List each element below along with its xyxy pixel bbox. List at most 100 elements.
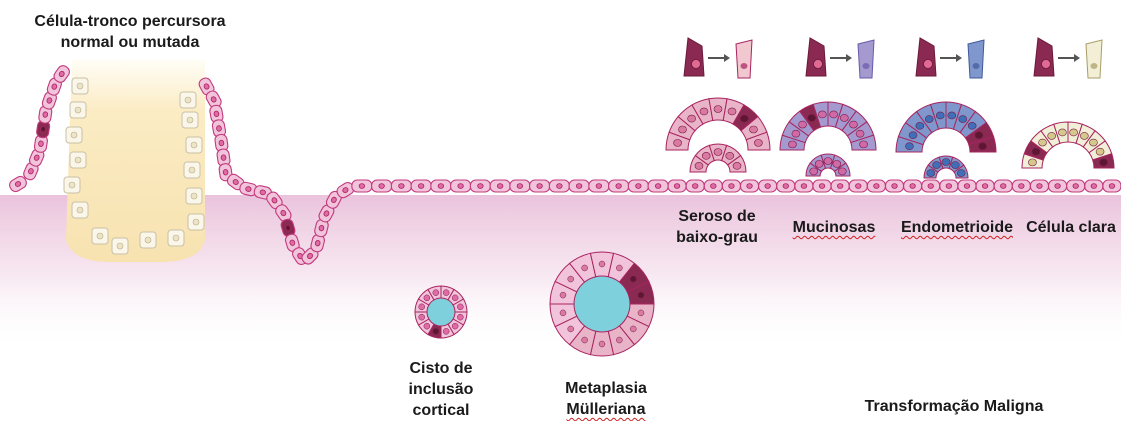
fold-base-cell xyxy=(921,179,941,193)
mucinous-inner-fold xyxy=(805,153,851,177)
tumor-nucleus xyxy=(713,105,723,113)
fold-base-cell xyxy=(721,179,741,193)
tumor-nucleus xyxy=(837,167,847,176)
serous-label: Seroso de baixo-grau xyxy=(664,206,770,248)
precursor-cell-icon xyxy=(915,37,937,77)
tumor-nucleus xyxy=(1095,147,1105,156)
epithelial-cell xyxy=(318,204,335,223)
epithelial-cell xyxy=(53,65,70,83)
epithelial-cell xyxy=(450,179,472,193)
epithelial-cell xyxy=(430,179,452,193)
metaplasia-label: Metaplasia Mülleriana xyxy=(550,378,662,420)
cyst-nucleus xyxy=(432,328,440,335)
tumor-nucleus xyxy=(1038,138,1047,147)
fold-base-cell xyxy=(758,179,778,193)
epithelial-cell xyxy=(568,179,590,193)
epithelial-cell xyxy=(214,133,229,153)
tumor-nucleus xyxy=(905,142,914,151)
tumor-nucleus xyxy=(809,167,819,176)
cyst-nucleus xyxy=(559,291,567,299)
cyst-label: Cisto de inclusão cortical xyxy=(400,358,482,421)
fold-base-cell xyxy=(884,179,905,193)
tumor-nucleus xyxy=(849,120,858,129)
cyst-nucleus xyxy=(637,291,645,299)
cyst-nucleus xyxy=(418,303,425,311)
epithelial-cell xyxy=(588,179,610,193)
crypt-cell xyxy=(187,213,205,231)
tumor-nucleus xyxy=(855,129,865,138)
serous-fold xyxy=(665,97,771,151)
tumor-nucleus xyxy=(1089,138,1098,147)
fold-base-cell xyxy=(903,179,923,193)
tumor-nucleus xyxy=(859,140,868,149)
tumor-nucleus xyxy=(1031,147,1041,156)
precursor-cell-icon xyxy=(1033,37,1055,77)
crypt-cell xyxy=(69,101,87,119)
cyst-nucleus xyxy=(630,275,637,283)
tumor-nucleus xyxy=(732,162,742,170)
fold-base-cell xyxy=(1011,179,1031,193)
fold-base-cell xyxy=(667,179,687,193)
tumor-nucleus xyxy=(699,107,709,116)
fold-base-cell xyxy=(1029,179,1050,193)
crypt-cell xyxy=(167,229,185,247)
arrow-icon xyxy=(708,54,730,62)
tumor-nucleus xyxy=(791,129,801,138)
epithelial-cell xyxy=(489,179,511,193)
fold-base-cell xyxy=(685,179,705,193)
tumor-nucleus xyxy=(951,161,960,169)
arrow-icon xyxy=(1058,54,1080,62)
arrow-icon xyxy=(830,54,852,62)
cyst-nucleus xyxy=(630,325,637,333)
epithelial-cell xyxy=(529,179,551,193)
endometrioid-fold xyxy=(895,101,997,153)
fold-base-cell xyxy=(703,179,723,193)
tumor-nucleus xyxy=(788,140,797,149)
cyst-nucleus xyxy=(598,260,606,268)
cyst-nucleus xyxy=(442,328,450,335)
fold-base-cell xyxy=(939,179,959,193)
tumor-nucleus xyxy=(807,114,816,122)
tumor-nucleus xyxy=(956,169,966,177)
endometrioid-cell-icon xyxy=(967,39,985,79)
cyst-nucleus xyxy=(616,264,623,272)
malignant-transformation-label: Transformação Maligna xyxy=(838,396,1070,417)
tumor-nucleus xyxy=(694,162,704,170)
cyst-nucleus xyxy=(567,275,574,283)
tumor-nucleus xyxy=(701,152,711,160)
fold-base-cell xyxy=(1066,179,1086,193)
tumor-nucleus xyxy=(978,142,987,151)
tumor-nucleus xyxy=(818,110,827,119)
arrow-icon xyxy=(940,54,962,62)
tumor-nucleus xyxy=(814,160,824,168)
malignant-transformation-text: Transformação Maligna xyxy=(864,398,1044,415)
cyst-nucleus xyxy=(559,309,567,317)
cyst-nucleus xyxy=(418,313,425,321)
crypt-cell xyxy=(63,176,81,194)
crypt-lumen xyxy=(66,60,205,262)
metaplasia-label-line2-text: Mülleriana xyxy=(566,401,646,418)
clear-cell-label-text: Célula clara xyxy=(1026,219,1116,236)
epithelial-cell xyxy=(325,190,342,209)
cyst-nucleus xyxy=(581,264,588,272)
tumor-nucleus xyxy=(1058,128,1067,137)
tumor-nucleus xyxy=(749,125,758,134)
cyst-lumen xyxy=(574,276,630,332)
crypt-cell xyxy=(71,201,89,219)
metaplasia-label-line1: Metaplasia xyxy=(565,380,647,397)
tumor-nucleus xyxy=(908,131,918,140)
tumor-nucleus xyxy=(823,157,833,165)
endometrioid-label-text: Endometrioide xyxy=(900,219,1013,236)
epithelial-cell xyxy=(548,179,570,193)
crypt-cell xyxy=(71,77,89,95)
tumor-nucleus xyxy=(727,107,737,116)
epithelial-cell xyxy=(9,175,27,193)
stem-cell-label-line2: normal ou mutada xyxy=(60,34,200,51)
crypt-cell xyxy=(183,161,201,179)
fold-base-cell xyxy=(776,179,796,193)
tumor-epithelium-folds xyxy=(665,97,1121,193)
tumor-nucleus xyxy=(798,120,807,129)
cyst-nucleus xyxy=(442,289,450,296)
epithelial-cell xyxy=(198,77,215,96)
epithelial-cell xyxy=(371,179,393,193)
